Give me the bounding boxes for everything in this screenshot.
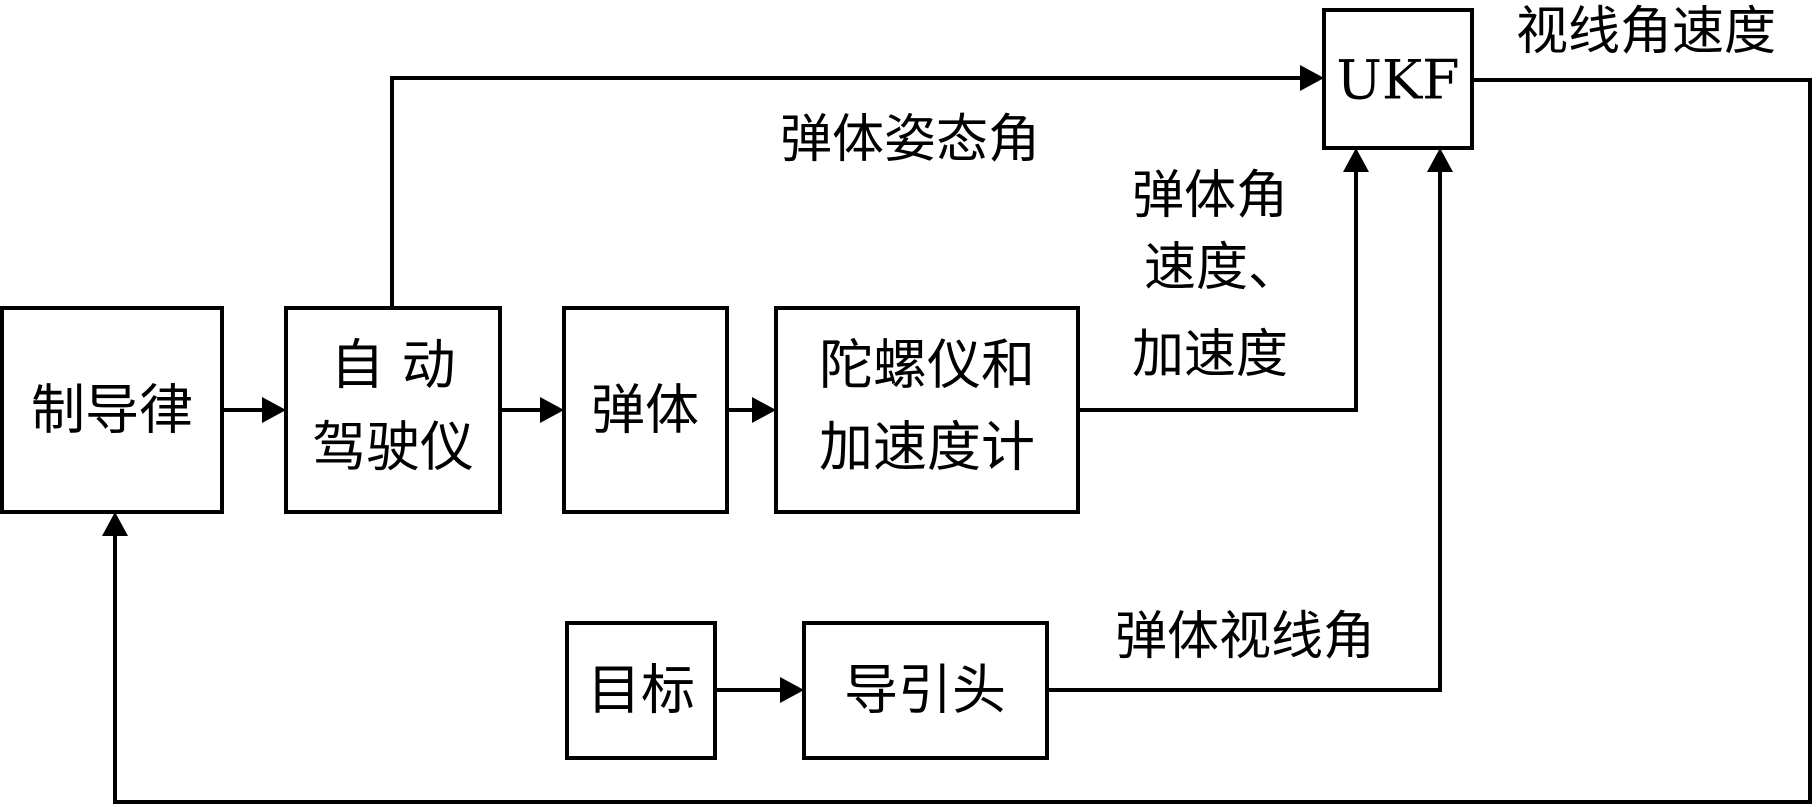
los-angle-label: 弹体视线角 (1115, 607, 1375, 667)
wire-sensors-to-ukf (1078, 168, 1358, 412)
arrowhead-missile-in (540, 397, 564, 423)
signal-labels: 弹体姿态角 弹体角 速度、 加速度 弹体视线角 视线角速度 (780, 2, 1776, 667)
autopilot-label-line2: 驾驶仪 (312, 416, 474, 479)
connection-wires (113, 76, 1812, 804)
autopilot-block: 自 动 驾驶仪 (284, 306, 502, 514)
missile-body-block: 弹体 (562, 306, 729, 514)
arrowhead-ukf-left-in (1300, 65, 1324, 91)
arrowhead-seeker-in (780, 677, 804, 703)
attitude-angle-label: 弹体姿态角 (780, 110, 1040, 170)
arrowhead-autopilot-in (262, 397, 286, 423)
gyro-accelerometer-block: 陀螺仪和 加速度计 (774, 306, 1080, 514)
guidance-law-block: 制导律 (0, 306, 224, 514)
body-rate-label-line3: 加速度 (1132, 325, 1288, 385)
ukf-label: UKF (1336, 49, 1459, 112)
arrowhead-ukf-bottom-right-in (1427, 148, 1453, 172)
arrowhead-ukf-bottom-left-in (1343, 148, 1369, 172)
seeker-label: 导引头 (844, 659, 1006, 722)
autopilot-label-line1: 自 动 (330, 334, 455, 397)
target-block: 目标 (565, 621, 717, 760)
gyro-label-line2: 加速度计 (819, 416, 1035, 479)
body-rate-label-line1: 弹体角 (1132, 166, 1288, 226)
wire-ukf-to-guidance (113, 78, 1812, 804)
gyro-label-line1: 陀螺仪和 (819, 334, 1035, 397)
body-rate-label-line2: 速度、 (1144, 238, 1300, 298)
seeker-block: 导引头 (802, 621, 1049, 760)
arrowhead-guidance-in (102, 512, 128, 536)
wire-autopilot-to-ukf (390, 76, 1300, 308)
arrowheads (102, 65, 1453, 703)
guidance-law-label: 制导律 (31, 379, 193, 442)
ukf-block: UKF (1322, 8, 1474, 150)
target-label: 目标 (587, 659, 695, 722)
missile-body-label: 弹体 (591, 379, 699, 442)
los-rate-label: 视线角速度 (1516, 2, 1776, 62)
wire-seeker-to-ukf (1047, 168, 1442, 692)
arrowhead-sensors-in (752, 397, 776, 423)
